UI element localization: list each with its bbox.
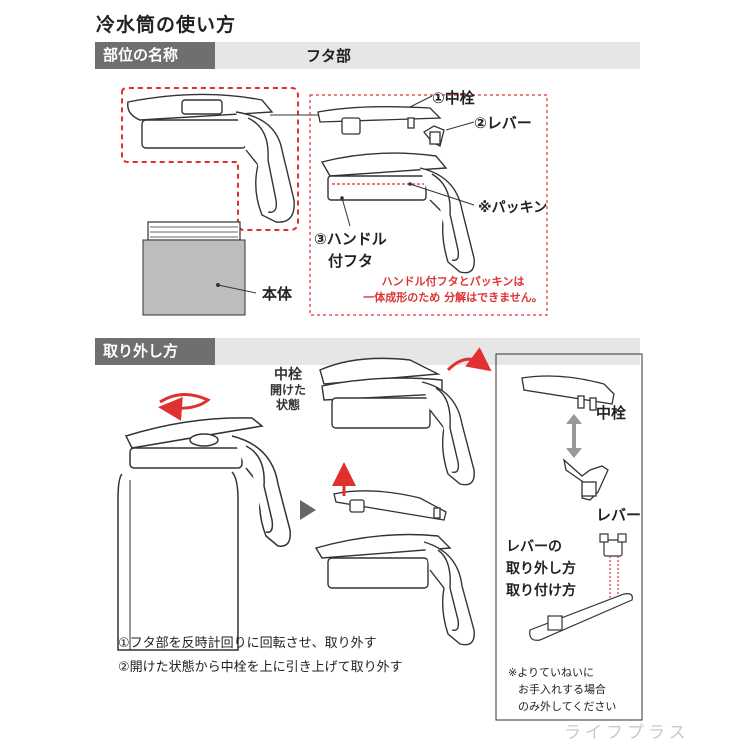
open-arrow	[446, 347, 492, 372]
care-note-line3: のみ外してください	[518, 700, 617, 713]
page-title: 冷水筒の使い方	[96, 14, 237, 36]
plug-pulled-illustration	[333, 490, 447, 521]
lid-highlight-outline	[121, 87, 299, 231]
integrated-gasket-note: ハンドル付フタとパッキンは 一体成形のため 分解はできません。	[358, 274, 548, 306]
handle-lid-label: ③ハンドル 付フタ	[314, 228, 387, 272]
full-lid-illustration	[127, 93, 295, 223]
step-1: ①フタ部を反時計回りに回転させ、取り外す	[118, 636, 377, 651]
lever-illustration	[423, 125, 445, 147]
step-2: ②開けた状態から中栓を上に引き上げて取り外す	[118, 660, 403, 675]
lever-howto-line3: 取り付け方	[506, 583, 576, 599]
lever-howto-label: レバーの 取り外し方 取り付け方	[506, 536, 576, 602]
opened-lid-illustration	[319, 357, 475, 486]
plug-open-label-line3: 状態	[276, 398, 301, 412]
section-bar-parts: 部位の名称	[95, 42, 640, 69]
watermark-logo: ライフプラス	[564, 723, 690, 743]
side-lever-illustration	[562, 458, 609, 501]
center-plug-illustration	[317, 106, 442, 135]
lever-howto-line2: 取り外し方	[506, 561, 576, 577]
side-lever-label: レバー	[596, 506, 642, 524]
lever-attach-illustration	[529, 533, 633, 641]
body-label: 本体	[262, 285, 293, 303]
gasket-label: ※パッキン	[478, 200, 548, 216]
plug-open-label-line2: 開けた	[270, 383, 307, 397]
integrated-gasket-note-line2: 一体成形のため 分解はできません。	[363, 291, 543, 304]
handle-lid-label-line2: 付フタ	[328, 252, 374, 270]
care-note: ※よりていねいに お手入れする場合 のみ外してください	[508, 664, 616, 715]
next-step-arrow	[300, 500, 316, 520]
rotate-arrow	[158, 393, 211, 421]
lever-label: ②レバー	[474, 114, 532, 132]
section-tab-removal: 取り外し方	[95, 338, 215, 365]
section-tab-parts: 部位の名称	[95, 42, 215, 69]
handle-lid-illustration	[320, 152, 475, 274]
lever-howto-line1: レバーの	[506, 539, 562, 555]
lid-without-plug-illustration	[314, 533, 475, 646]
side-plug-illustration	[521, 375, 615, 411]
plug-open-label: 中栓 開けた 状態	[270, 368, 306, 413]
body-illustration	[142, 221, 257, 316]
care-note-line2: お手入れする場合	[518, 683, 606, 696]
lid-header-label: フタ部	[306, 47, 352, 65]
lever-detail-box	[495, 353, 643, 721]
exploded-view-box	[309, 94, 548, 316]
integrated-gasket-note-line1: ハンドル付フタとパッキンは	[381, 275, 525, 288]
handle-lid-label-line1: ③ハンドル	[314, 230, 387, 248]
plug-open-label-line1: 中栓	[274, 367, 302, 383]
side-plug-label: 中栓	[596, 404, 627, 422]
care-note-line1: ※よりていねいに	[508, 666, 594, 679]
center-plug-label: ①中栓	[432, 89, 475, 107]
pitcher-illustration	[117, 417, 291, 651]
